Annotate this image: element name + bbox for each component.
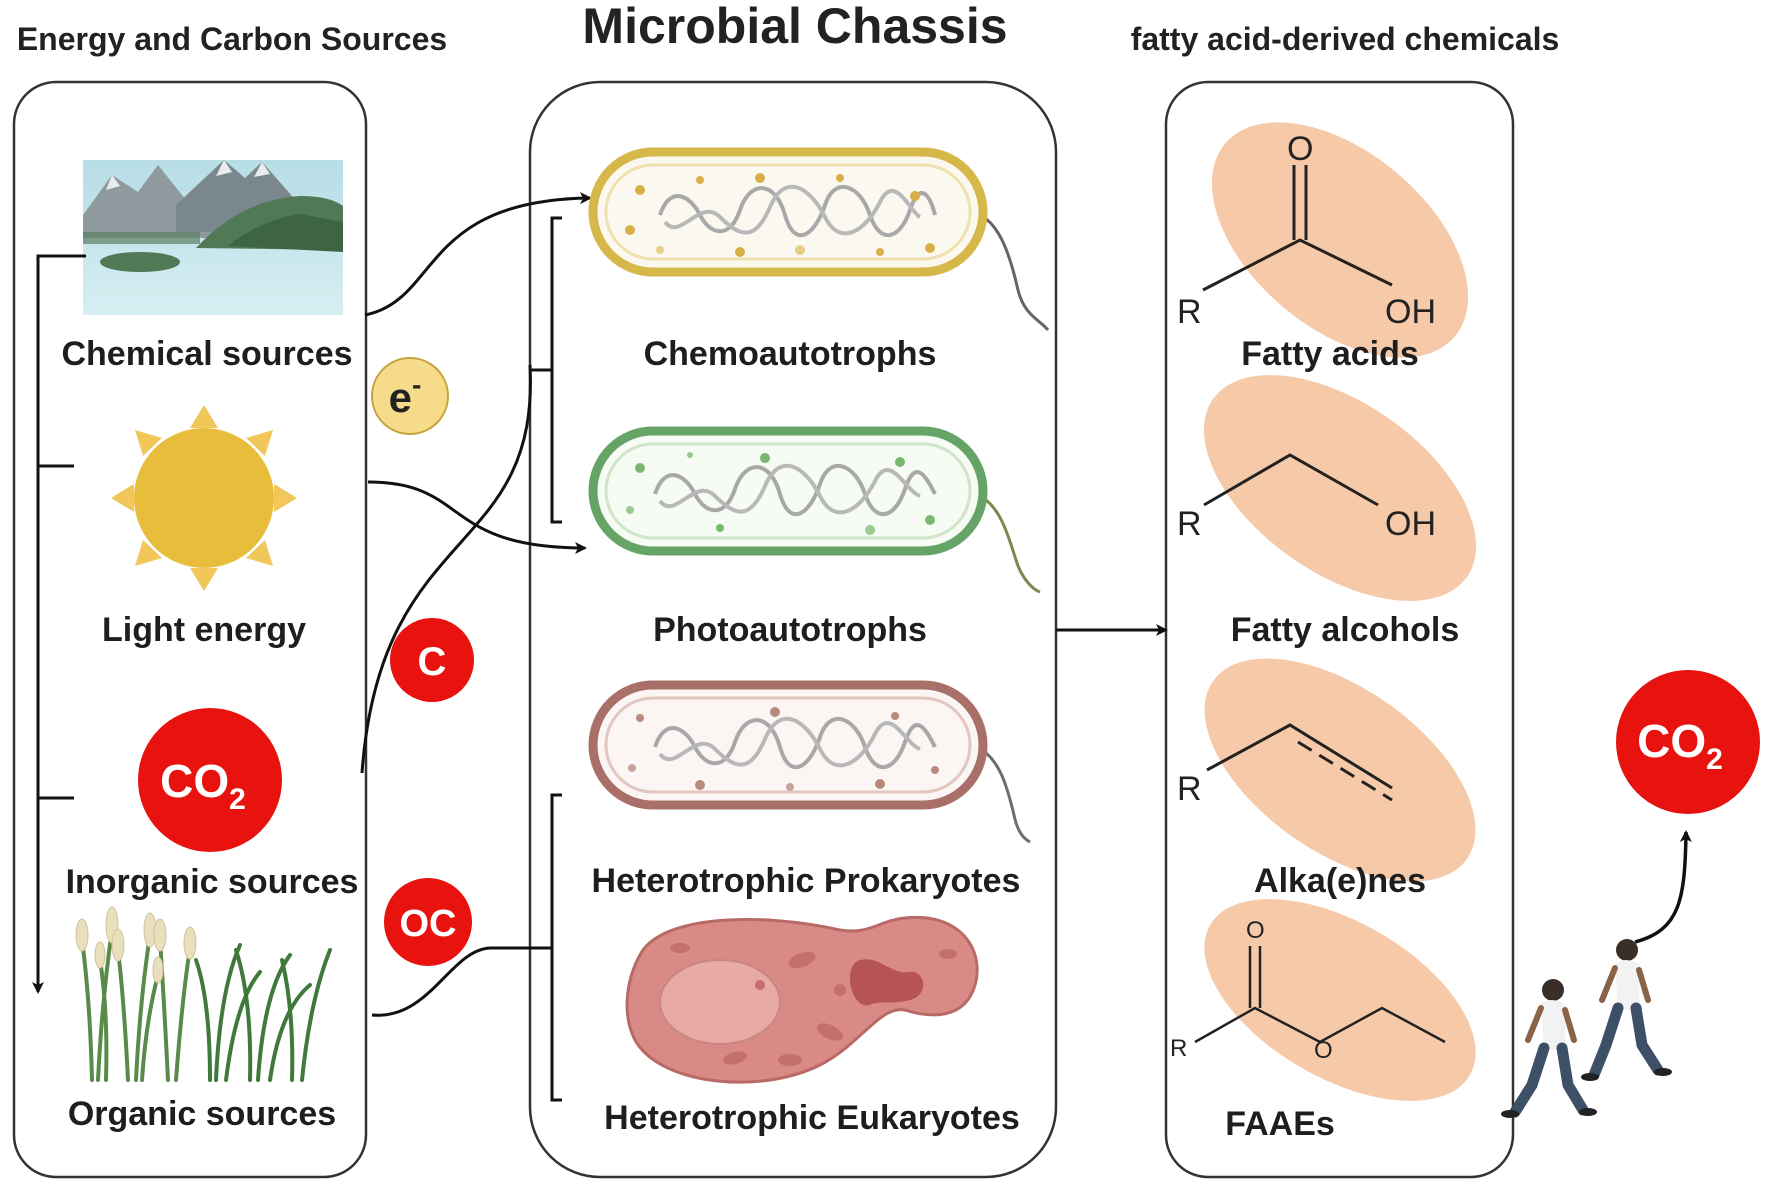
co2-source-label: CO2: [160, 755, 246, 816]
label-heterotrophic-prokaryotes: Heterotrophic Prokaryotes: [592, 862, 1021, 900]
co2-output-label: CO2: [1637, 715, 1723, 776]
curve-co2-to-autotrophs: [360, 364, 532, 774]
label-heterotrophic-eukaryotes: Heterotrophic Eukaryotes: [604, 1099, 1020, 1137]
autotroph-bracket: [550, 216, 562, 524]
curve-organic-to-heterotrophs: [371, 946, 552, 1017]
label-light-energy: Light energy: [102, 611, 306, 649]
header-microbial-chassis: Microbial Chassis: [582, 0, 1007, 54]
co2-source-circle: [138, 708, 282, 852]
carbon-badge-label: C: [418, 640, 447, 684]
heterotrophic-prokaryote-cell: [588, 680, 1031, 844]
photoautotroph-cell: [588, 426, 1041, 594]
heterotroph-bracket: [550, 793, 562, 1102]
atom-O: O: [1287, 130, 1313, 168]
atom-O: O: [1246, 917, 1265, 944]
label-alkanes: Alka(e)nes: [1254, 862, 1426, 900]
grass-plants-icon: [75, 906, 332, 1082]
sun-icon: [111, 405, 297, 591]
label-fatty-alcohols: Fatty alcohols: [1231, 611, 1460, 649]
fatty-acid-molecule: R O OH: [1177, 122, 1469, 358]
label-inorganic-sources: Inorganic sources: [66, 863, 359, 901]
atom-O: O: [1314, 1037, 1333, 1064]
arrow-light-to-photo: [367, 480, 587, 554]
label-organic-sources: Organic sources: [68, 1095, 336, 1133]
header-fatty-acid-derived-chemicals: fatty acid-derived chemicals: [1131, 21, 1560, 57]
co2-output-circle: [1616, 670, 1760, 814]
carbon-badge: [390, 618, 474, 702]
atom-R: R: [1170, 1035, 1187, 1062]
chemoautotroph-cell: [588, 147, 1050, 331]
atom-R: R: [1177, 770, 1202, 808]
arrow-walkers-to-co2: [1634, 830, 1692, 944]
label-photoautotrophs: Photoautotrophs: [653, 611, 927, 649]
header-energy-carbon-sources: Energy and Carbon Sources: [17, 21, 447, 57]
atom-R: R: [1177, 293, 1202, 331]
label-faaes: FAAEs: [1225, 1105, 1335, 1143]
electron-badge: [371, 357, 449, 435]
atom-R: R: [1177, 505, 1202, 543]
mountain-lake-icon: [83, 160, 343, 315]
atom-OH: OH: [1385, 505, 1436, 543]
arrow-chemical-to-chemo: [364, 192, 592, 317]
sources-bracket: [32, 254, 86, 994]
organic-carbon-badge-label: OC: [400, 903, 457, 945]
organic-carbon-badge: [384, 878, 472, 966]
electron-badge-label: e-: [389, 369, 422, 421]
walking-person-icon: [1501, 979, 1597, 1118]
alkene-molecule: R: [1177, 658, 1476, 882]
faae-molecule: R O O: [1170, 899, 1476, 1101]
label-chemical-sources: Chemical sources: [61, 335, 352, 373]
fatty-alcohol-molecule: R OH: [1177, 375, 1477, 601]
atom-OH: OH: [1385, 293, 1436, 331]
walking-person-icon: [1581, 939, 1672, 1081]
label-fatty-acids: Fatty acids: [1241, 335, 1419, 373]
yeast-cell-icon: [625, 915, 979, 1084]
label-chemoautotrophs: Chemoautotrophs: [644, 335, 937, 373]
panel-sources: [12, 80, 368, 1179]
